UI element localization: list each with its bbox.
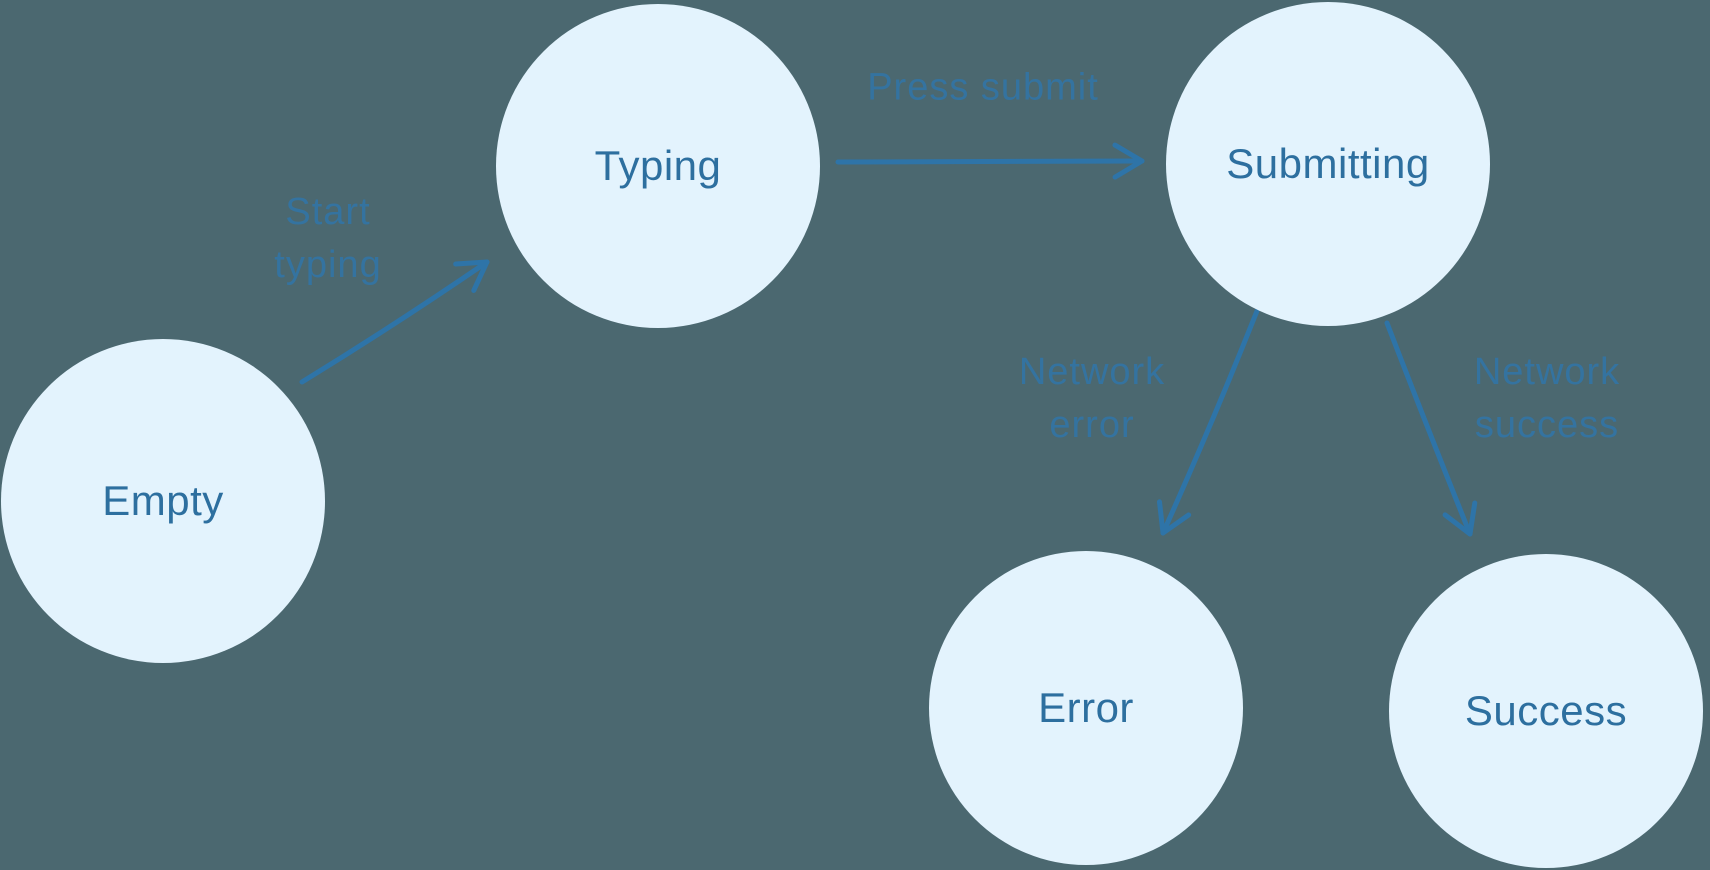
transition-label-line: success [1474,404,1620,446]
transition-arrow-press-submit [835,142,1145,180]
state-node-typing: Typing [496,4,820,328]
state-node-error: Error [929,551,1243,865]
transition-label-press-submit: Press submit [867,62,1099,115]
transition-label-line: error [1049,404,1135,446]
transition-label-network-error: Network error [1019,346,1165,452]
state-label-success: Success [1464,687,1628,734]
state-label-empty: Empty [102,477,224,524]
state-node-empty: Empty [1,339,325,663]
state-node-success: Success [1389,554,1703,868]
transition-label-line: Press submit [867,66,1099,109]
state-label-error: Error [1038,684,1134,731]
transition-label-line: Network [1018,351,1166,393]
state-label-typing: Typing [594,142,722,189]
transition-label-line: Network [1473,351,1621,393]
transition-label-start-typing: Start typing [274,186,381,292]
transition-label-line: Start [285,191,371,233]
transition-label-line: typing [274,244,382,286]
transition-arrow-network-success [1384,320,1478,537]
transition-arrow-network-error [1156,308,1260,536]
transition-label-network-success: Network success [1474,346,1620,452]
state-label-submitting: Submitting [1226,140,1430,187]
state-node-submitting: Submitting [1166,2,1490,326]
